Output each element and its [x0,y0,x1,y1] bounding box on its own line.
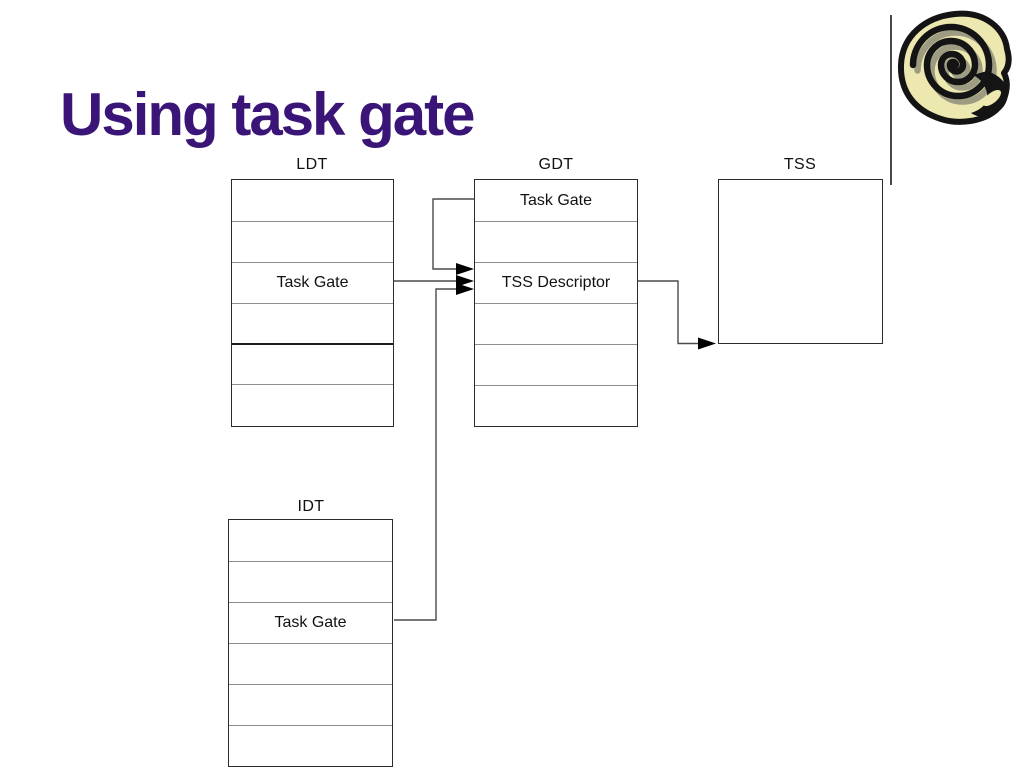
idt-row-4 [229,684,392,725]
gdt-row-4 [475,344,637,385]
gdt-table: Task Gate TSS Descriptor [474,179,638,427]
tss-label: TSS [783,156,817,173]
idt-row-1 [229,561,392,602]
idt-row-0 [229,520,392,561]
gdt-label: GDT [538,156,574,173]
idt-row-task-gate: Task Gate [229,602,392,643]
gdt-row-3 [475,303,637,344]
ldt-row-3 [232,303,393,344]
gdt-row-task-gate: Task Gate [519,191,593,209]
idt-label: IDT [297,498,325,515]
arrow-gdt-taskgate-to-tss-descriptor [432,198,474,275]
arrowhead-icon [698,337,716,350]
shell-spiral [909,23,993,100]
arrowhead-icon [456,283,474,295]
snail-shell-logo-icon [897,10,1012,125]
idt-table: Task Gate [228,519,393,767]
arrow-idt-taskgate-to-tss-descriptor [394,283,474,621]
shell-curl-highlight [982,89,1002,107]
ldt-row-task-gate: Task Gate [232,262,393,303]
ldt-table: Task Gate [231,179,394,427]
gdt-row-1 [475,221,637,262]
idt-row-5 [229,725,392,766]
gdt-row-5 [475,385,637,426]
arrowhead-icon [456,263,474,275]
gdt-row-tss-descriptor: TSS Descriptor [475,262,637,303]
arrowhead-icon [456,275,474,287]
tss-box [718,179,883,344]
arrow-tss-descriptor-to-tss [638,280,716,350]
arrow-ldt-taskgate-to-tss-descriptor [394,275,474,287]
ldt-row-1 [232,221,393,262]
ldt-row-5 [232,384,393,425]
ldt-row-0 [232,180,393,221]
ldt-label: LDT [296,156,328,173]
page-title: Using task gate [60,81,475,148]
ldt-row-4 [232,343,393,384]
idt-row-3 [229,643,392,684]
